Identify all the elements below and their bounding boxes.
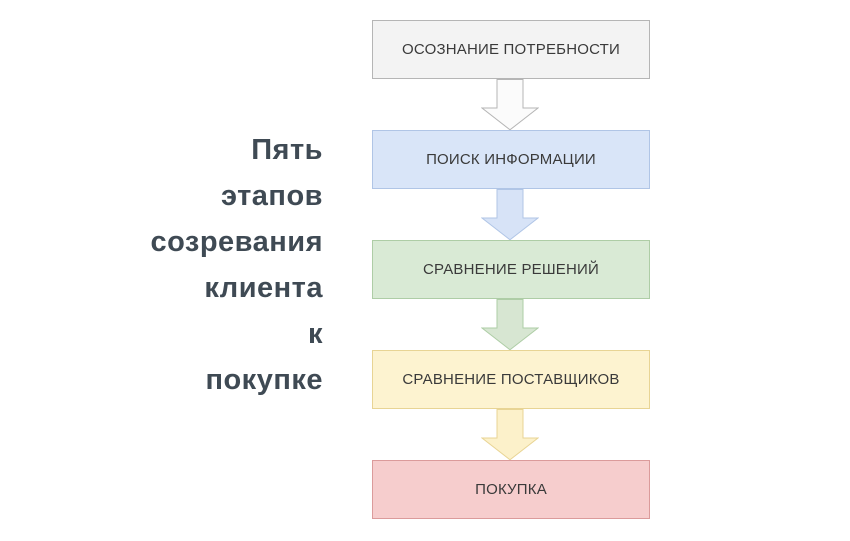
stage-box-purchase: ПОКУПКА xyxy=(372,460,650,519)
down-arrow-icon xyxy=(481,79,539,131)
stage-label: ПОИСК ИНФОРМАЦИИ xyxy=(426,151,596,168)
down-arrow-icon xyxy=(481,299,539,351)
stage-box-vendor-comparison: СРАВНЕНИЕ ПОСТАВЩИКОВ xyxy=(372,350,650,409)
down-arrow-icon xyxy=(481,409,539,461)
stage-label: ОСОЗНАНИЕ ПОТРЕБНОСТИ xyxy=(402,41,620,58)
stage-box-need-recognition: ОСОЗНАНИЕ ПОТРЕБНОСТИ xyxy=(372,20,650,79)
page-title: Пять этапов созревания клиента к покупке xyxy=(150,134,323,396)
stage-box-solution-comparison: СРАВНЕНИЕ РЕШЕНИЙ xyxy=(372,240,650,299)
stage-box-information-search: ПОИСК ИНФОРМАЦИИ xyxy=(372,130,650,189)
stage-label: ПОКУПКА xyxy=(475,481,547,498)
down-arrow-icon xyxy=(481,189,539,241)
stage-label: СРАВНЕНИЕ ПОСТАВЩИКОВ xyxy=(402,371,620,388)
stage-label: СРАВНЕНИЕ РЕШЕНИЙ xyxy=(422,261,600,278)
